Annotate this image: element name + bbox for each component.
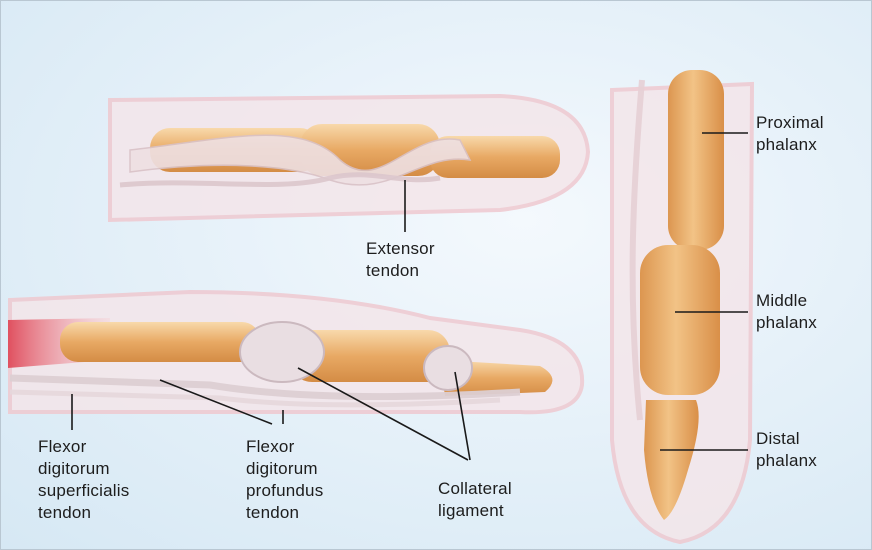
label-middle-phalanx: Middle phalanx [756, 290, 817, 334]
label-flexor-superficialis: Flexor digitorum superficialis tendon [38, 436, 129, 524]
label-proximal-phalanx: Proximal phalanx [756, 112, 824, 156]
right-finger-illustration [612, 70, 752, 542]
right-proximal-bone [668, 70, 724, 250]
label-collateral-ligament: Collateral ligament [438, 478, 512, 522]
bottom-proximal-bone [60, 322, 260, 362]
collateral-ligament-pip [240, 322, 324, 382]
label-flexor-profundus: Flexor digitorum profundus tendon [246, 436, 323, 524]
top-finger-illustration [110, 96, 588, 220]
bottom-finger-illustration [8, 292, 582, 412]
label-distal-phalanx: Distal phalanx [756, 428, 817, 472]
label-extensor-tendon: Extensor tendon [366, 238, 435, 282]
collateral-ligament-dip [424, 346, 472, 390]
right-middle-bone [640, 245, 720, 395]
